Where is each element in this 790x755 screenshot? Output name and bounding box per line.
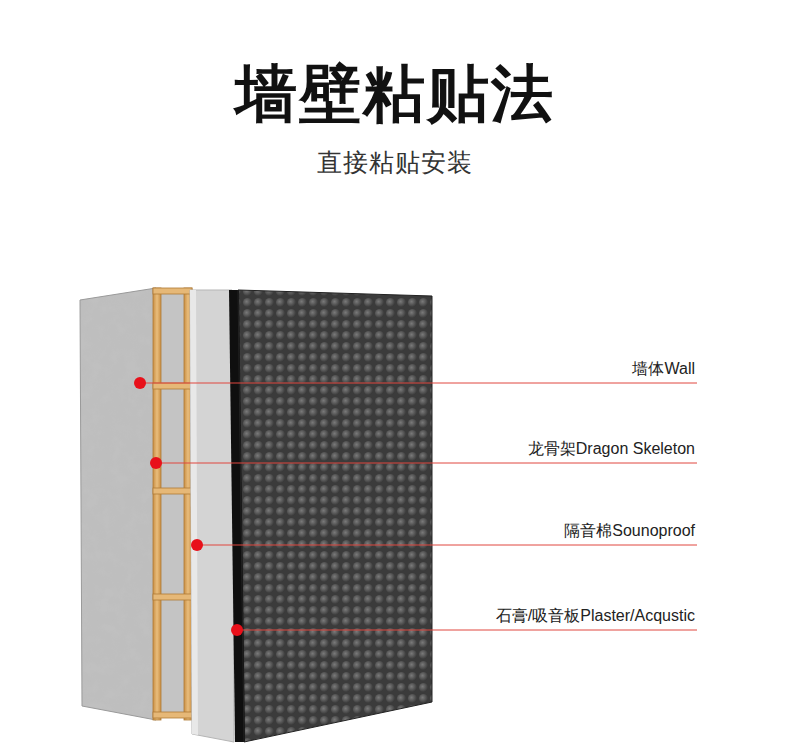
callout-label: 龙骨架Dragon Skeleton [526, 439, 697, 459]
wood-frame [153, 288, 192, 720]
acoustic-foam-panel [229, 290, 432, 742]
soundproof-layer [190, 290, 234, 742]
concrete-wall [80, 288, 156, 720]
callout-label: 石膏/吸音板Plaster/Acqustic [494, 606, 697, 626]
callout-dots [134, 377, 243, 636]
callout-label: 墙体Wall [630, 359, 697, 379]
subtitle: 直接粘贴安装 [0, 146, 790, 179]
leader-lines [140, 383, 697, 630]
main-title: 墙壁粘贴法 [0, 52, 790, 136]
callout-label: 隔音棉Sounoproof [562, 521, 697, 541]
